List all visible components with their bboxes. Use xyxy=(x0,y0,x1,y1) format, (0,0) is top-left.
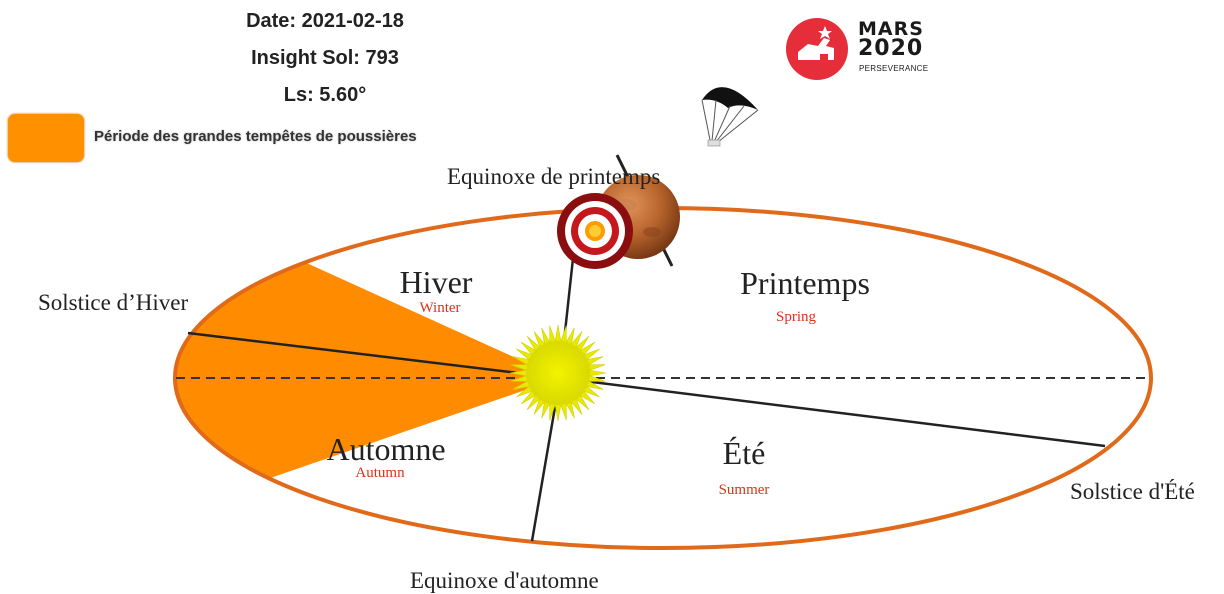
label-spring-equinox: Equinoxe de printemps xyxy=(447,164,660,189)
season-autumn-en: Autumn xyxy=(355,465,405,481)
season-summer-fr: Été xyxy=(723,435,766,471)
season-summer-en: Summer xyxy=(719,482,770,498)
perseverance-logo-icon xyxy=(786,18,848,80)
season-autumn-fr: Automne xyxy=(326,431,445,467)
label-autumn-equinox: Equinoxe d'automne xyxy=(410,568,599,593)
season-winter-en: Winter xyxy=(419,300,460,316)
logo-2020-text: 2020 xyxy=(858,36,924,61)
logo-mars-text: MARS xyxy=(858,18,924,40)
dust-storm-sector xyxy=(175,260,560,490)
line-winter-solstice xyxy=(187,331,561,380)
sun-icon xyxy=(509,324,607,422)
label-summer-solstice: Solstice d'Été xyxy=(1070,479,1195,504)
season-spring-en: Spring xyxy=(776,309,817,325)
legend-label-dust-storm: Période des grandes tempêtes de poussièr… xyxy=(94,128,417,145)
logo-perseverance-text: PERSEVERANCE xyxy=(859,64,929,73)
legend-swatch-dust-storm xyxy=(8,114,84,162)
mars-2020-logo: MARS 2020 PERSEVERANCE xyxy=(784,16,944,86)
sol-text: Insight Sol: 793 xyxy=(251,47,399,69)
parachute-icon xyxy=(701,87,759,147)
label-winter-solstice: Solstice d’Hiver xyxy=(38,290,188,315)
insight-target-icon xyxy=(557,193,633,269)
date-text: Date: 2021-02-18 xyxy=(246,10,404,32)
season-spring-fr: Printemps xyxy=(740,265,870,301)
solar-longitude-text: Ls: 5.60° xyxy=(283,84,367,106)
season-winter-fr: Hiver xyxy=(400,264,473,300)
line-summer-solstice xyxy=(559,376,1106,448)
